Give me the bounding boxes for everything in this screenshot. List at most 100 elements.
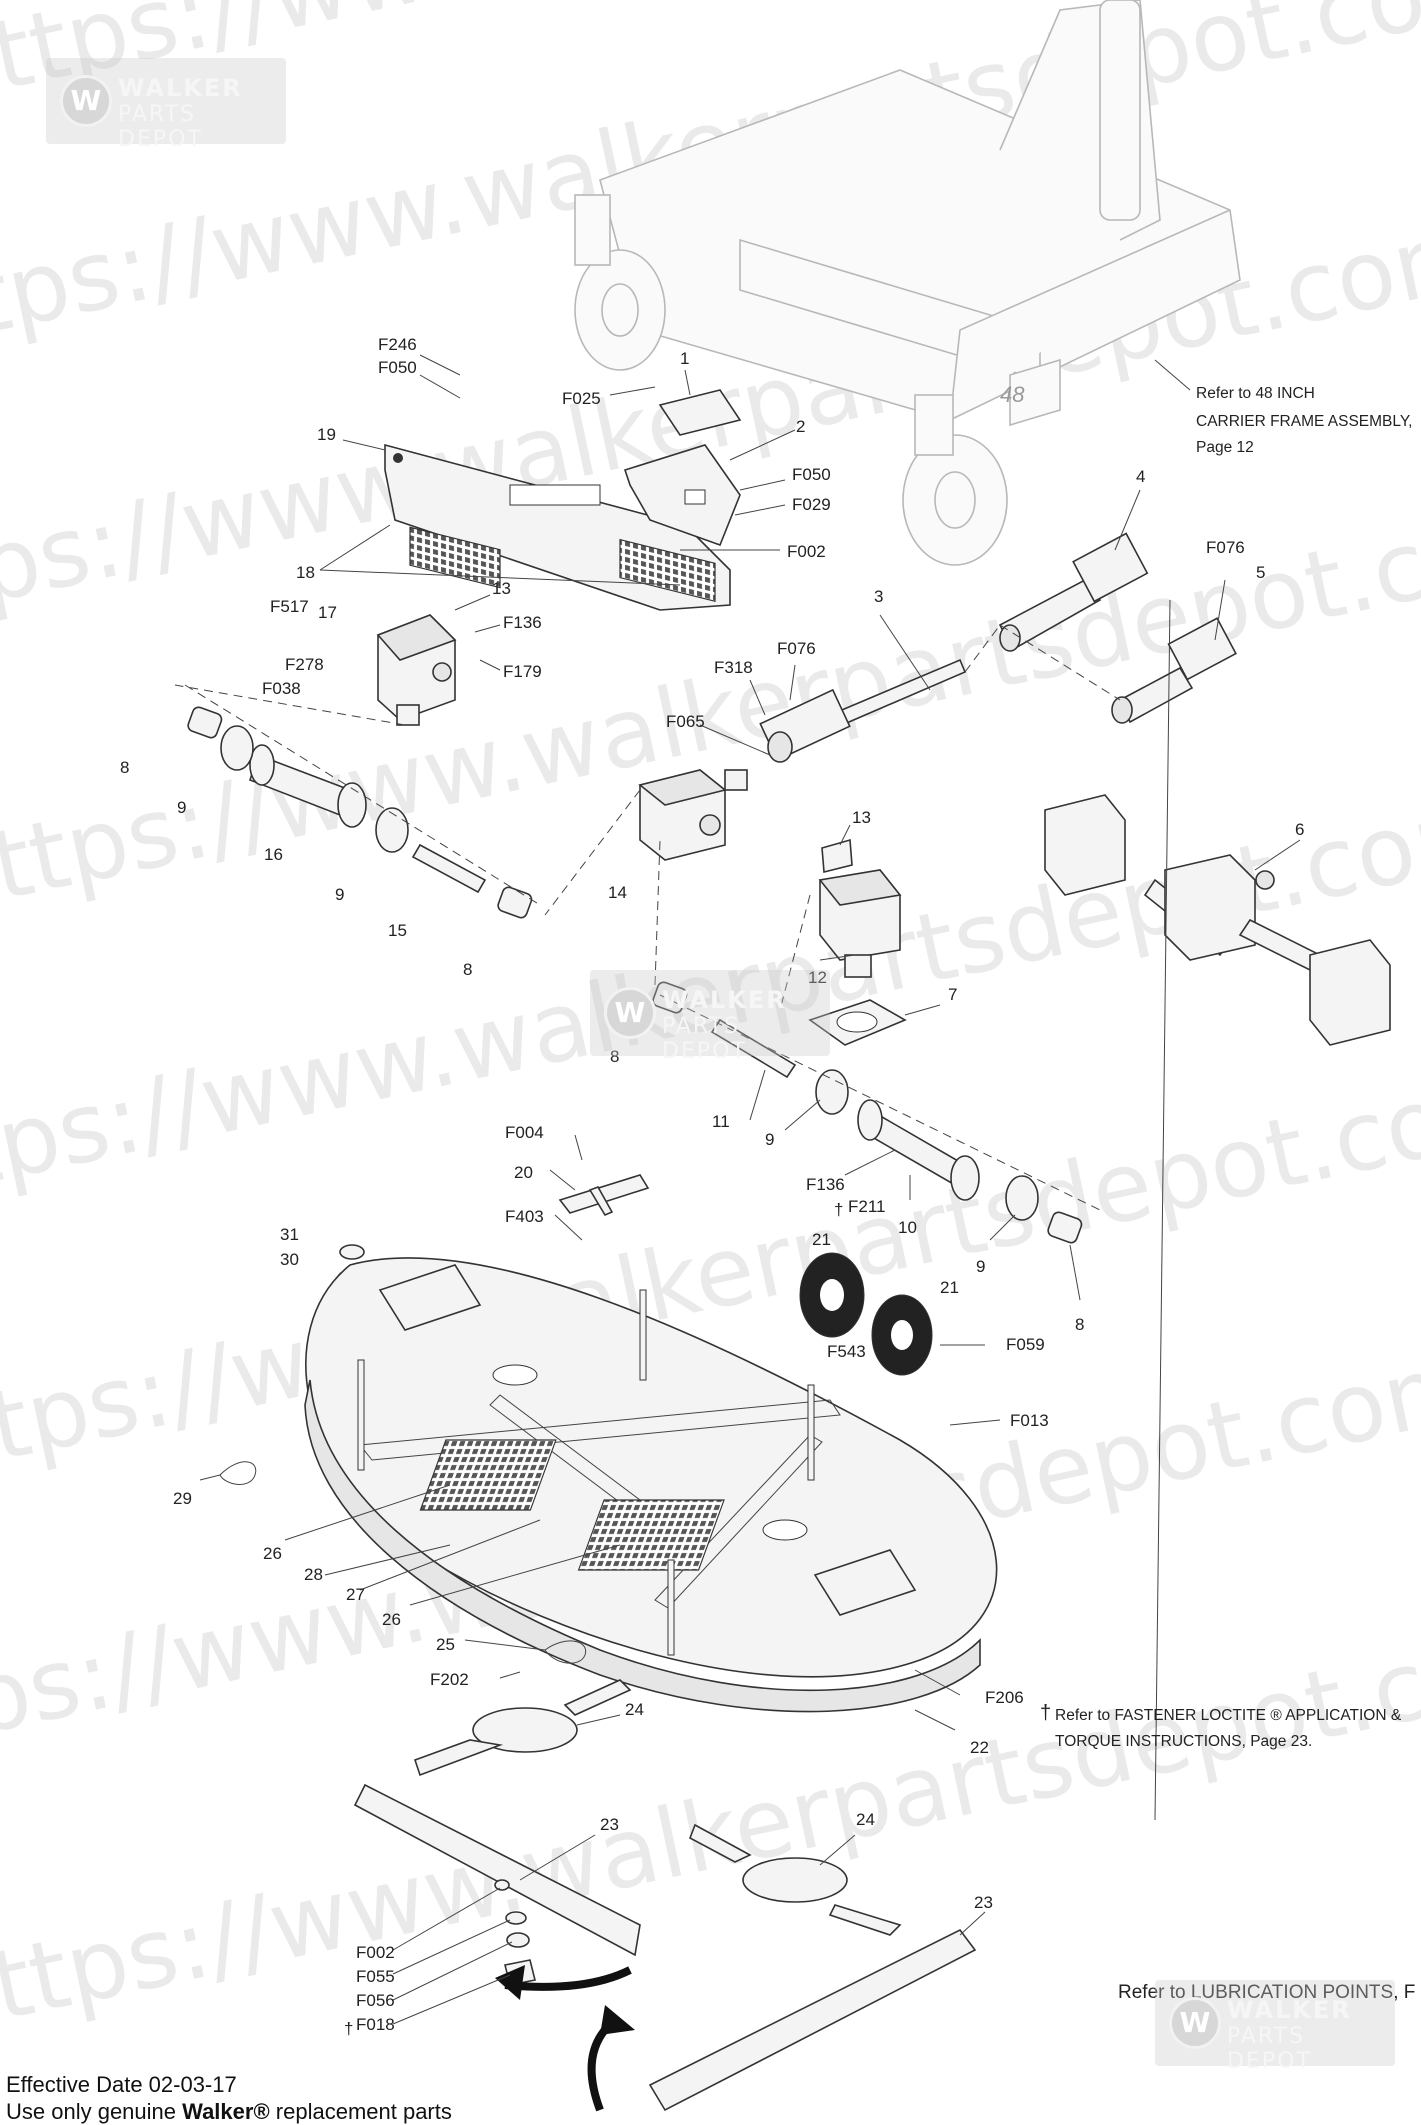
callout-21-b: 21	[940, 1278, 959, 1297]
callout-F050-b: F050	[792, 465, 831, 484]
callout-F136-b: F136	[806, 1175, 845, 1194]
loctite-ref-line-2: TORQUE INSTRUCTIONS, Page 23.	[1055, 1733, 1312, 1750]
callout-8: 8	[120, 758, 129, 777]
part-9-gasket-b	[375, 807, 409, 853]
callout-16: 16	[264, 845, 283, 864]
callout-24-b: 24	[856, 1810, 875, 1829]
part-1-plate	[658, 389, 742, 436]
callout-F065: F065	[666, 712, 705, 731]
callout-6: 6	[1295, 820, 1304, 839]
callout-13-b: 13	[852, 808, 871, 827]
part-29-pin	[219, 1461, 257, 1485]
callout-F179: F179	[503, 662, 542, 681]
part-7-gasket	[808, 999, 907, 1046]
replacement-brand: Walker®	[182, 2099, 270, 2124]
part-24-blade-holder-a	[413, 1679, 632, 1777]
part-23-blade-b	[648, 1928, 977, 2112]
callout-24: 24	[625, 1700, 644, 1719]
walker-logo-line1: WALKER	[662, 986, 787, 1014]
part-15-shaft	[411, 843, 487, 894]
callout-2: 2	[796, 417, 805, 436]
callout-F002: F002	[787, 542, 826, 561]
effective-date: Effective Date 02-03-17	[6, 2072, 237, 2097]
part-9-gasket-c	[815, 1069, 849, 1115]
callout-26-b: 26	[382, 1610, 401, 1629]
callout-8-b: 8	[463, 960, 472, 979]
mower-deck	[304, 1257, 998, 1713]
callout-21: 21	[812, 1230, 831, 1249]
leader-lines	[199, 354, 1301, 2025]
callout-12: 12	[808, 968, 827, 987]
callout-27: 27	[346, 1585, 365, 1604]
part-20-bracket	[558, 1174, 650, 1217]
walker-logo-mark: W	[604, 987, 656, 1039]
part-16-tube	[249, 744, 367, 828]
loctite-ref-line-1: Refer to FASTENER LOCTITE ® APPLICATION …	[1055, 1707, 1402, 1724]
walker-logo-line2: PARTS DEPOT	[662, 1014, 747, 1064]
callout-F076-b: F076	[777, 639, 816, 658]
callout-F004: F004	[505, 1123, 544, 1142]
part-8-bushing-c	[652, 981, 688, 1014]
part-21-pulley-b	[871, 1294, 933, 1376]
callout-25: 25	[436, 1635, 455, 1654]
carrier-frame-ghost: 48	[574, 0, 1241, 566]
callout-F050: F050	[378, 358, 417, 377]
callout-4: 4	[1136, 467, 1145, 486]
part-14-gearbox	[638, 769, 748, 861]
callout-9-d: 9	[976, 1257, 985, 1276]
callout-17: 17	[318, 603, 337, 622]
walker-logo-line2: PARTS DEPOT	[1227, 2024, 1312, 2074]
part-24-blade-holder-b	[688, 1823, 902, 1936]
callout-F029: F029	[792, 495, 831, 514]
callout-20: 20	[514, 1163, 533, 1182]
callout-29: 29	[173, 1489, 192, 1508]
callout-F206: F206	[985, 1688, 1024, 1707]
carrier-ref-line-2: CARRIER FRAME ASSEMBLY,	[1196, 413, 1413, 430]
part-5-driveshaft-half	[1111, 617, 1237, 724]
callout-F246: F246	[378, 335, 417, 354]
callout-30: 30	[280, 1250, 299, 1269]
callout-7: 7	[948, 985, 957, 1004]
callout-31: 31	[280, 1225, 299, 1244]
replacement-parts-notice: Use only genuine Walker® replacement par…	[6, 2099, 452, 2125]
part-4-driveshaft-half	[998, 532, 1149, 652]
rotation-arrows	[495, 1965, 635, 2112]
callout-11: 11	[712, 1112, 730, 1131]
walker-logo-line1: WALKER	[1227, 1996, 1352, 2024]
part-23-blade-a	[353, 1783, 641, 1957]
part-25-pin	[544, 1640, 587, 1664]
callout-F278: F278	[285, 655, 324, 674]
walker-logo-line1: WALKER	[118, 74, 243, 102]
walker-logo-mark: W	[60, 75, 112, 127]
callout-9-b: 9	[335, 885, 344, 904]
callout-3: 3	[874, 587, 883, 606]
callout-F211-dagger: †	[834, 1200, 843, 1219]
callout-F059: F059	[1006, 1335, 1045, 1354]
part-8-bushing-d	[1047, 1211, 1083, 1244]
callout-F543: F543	[827, 1342, 866, 1361]
part-19-control-panel	[384, 443, 731, 611]
callout-F025: F025	[562, 389, 601, 408]
callout-F002-b: F002	[356, 1943, 395, 1962]
walker-parts-depot-logo-1: W WALKER PARTS DEPOT	[46, 58, 286, 152]
part-6-gearbox-assembly	[1044, 794, 1391, 1046]
callout-F318: F318	[714, 658, 753, 677]
walker-logo-line2: PARTS DEPOT	[118, 102, 203, 152]
callout-19: 19	[317, 425, 336, 444]
part-2-bracket	[623, 444, 741, 547]
callout-14: 14	[608, 883, 627, 902]
callout-5: 5	[1256, 563, 1265, 582]
callout-18: 18	[296, 563, 315, 582]
alignment-dash-lines	[174, 624, 1121, 1211]
walker-parts-depot-logo-3: W WALKER PARTS DEPOT	[1155, 1980, 1395, 2074]
callout-9-c: 9	[765, 1130, 774, 1149]
callout-F403: F403	[505, 1207, 544, 1226]
part-10-tube	[857, 1099, 980, 1201]
callout-F018: F018	[356, 2015, 395, 2034]
part-8-bushing-b	[497, 886, 533, 919]
callout-F211: F211	[848, 1197, 886, 1216]
part-9-gasket-a	[220, 725, 254, 771]
callout-F076: F076	[1206, 538, 1245, 557]
part-21-pulley-a	[799, 1252, 865, 1338]
